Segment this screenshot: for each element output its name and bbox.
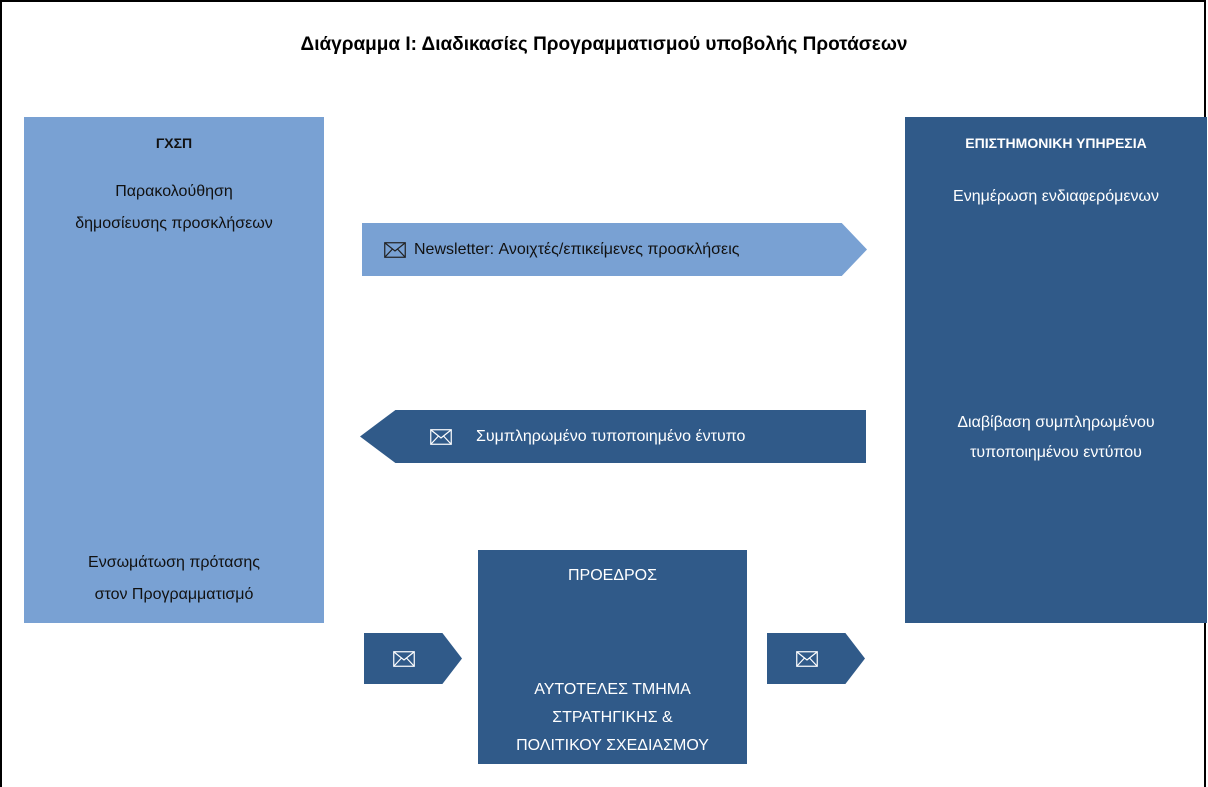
gxsp-panel: ΓΧΣΠ Παρακολούθηση δημοσίευσης προσκλήσε… [24, 117, 324, 623]
gxsp-integration-line1: Ενσωμάτωση πρότασης [88, 554, 260, 571]
strategic-unit-line3: ΠΟΛΙΤΙΚΟΥ ΣΧΕΔΙΑΣΜΟΥ [516, 737, 709, 754]
envelope-icon [384, 241, 406, 258]
envelope-icon [430, 428, 452, 445]
gxsp-integration-line2: στον Προγραμματισμό [94, 586, 254, 603]
gxsp-monitoring-line2: δημοσίευσης προσκλήσεων [75, 215, 273, 232]
gxsp-monitoring-line1: Παρακολούθηση [115, 183, 233, 200]
mail-arrow-right [767, 633, 865, 684]
scientific-service-panel: ΕΠΙΣΤΗΜΟΝΙΚΗ ΥΠΗΡΕΣΙΑ Ενημέρωση ενδιαφερ… [905, 117, 1207, 623]
mail-arrow-left [364, 633, 462, 684]
newsletter-arrow: Newsletter: Ανοιχτές/επικείμενες προσκλή… [362, 223, 867, 276]
scientific-service-heading: ΕΠΙΣΤΗΜΟΝΙΚΗ ΥΠΗΡΕΣΙΑ [965, 135, 1147, 151]
newsletter-label: Newsletter: Ανοιχτές/επικείμενες προσκλή… [414, 240, 740, 258]
scientific-service-forward-line1: Διαβίβαση συμπληρωμένου [957, 414, 1155, 431]
envelope-icon [796, 650, 818, 667]
envelope-icon [393, 650, 415, 667]
gxsp-heading: ΓΧΣΠ [155, 135, 193, 151]
diagram-title: Διάγραμμα Ι: Διαδικασίες Προγραμματισμού… [300, 34, 908, 55]
president-box: ΠΡΟΕΔΡΟΣ ΑΥΤΟΤΕΛΕΣ ΤΜΗΜΑ ΣΤΡΑΤΗΓΙΚΗΣ & Π… [478, 550, 747, 764]
strategic-unit-line1: ΑΥΤΟΤΕΛΕΣ ΤΜΗΜΑ [534, 681, 691, 698]
scientific-service-forward-line2: τυποποιημένου εντύπου [970, 444, 1142, 461]
strategic-unit-line2: ΣΤΡΑΤΗΓΙΚΗΣ & [552, 709, 673, 726]
completed-form-label: Συμπληρωμένο τυποποιημένο έντυπο [476, 427, 746, 445]
president-label: ΠΡΟΕΔΡΟΣ [567, 567, 658, 584]
completed-form-arrow: Συμπληρωμένο τυποποιημένο έντυπο [360, 410, 866, 463]
scientific-service-inform: Ενημέρωση ενδιαφερόμενων [953, 188, 1159, 205]
